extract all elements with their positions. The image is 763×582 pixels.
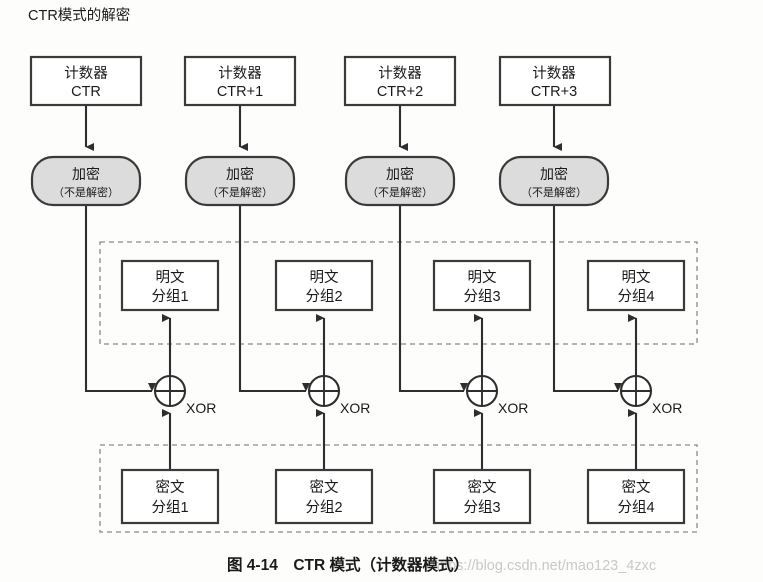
- ciphertext-box-1-line2: 分组1: [151, 499, 188, 516]
- plaintext-box-3-line1: 明文: [468, 269, 497, 286]
- ciphertext-box-4[interactable]: [586, 468, 686, 525]
- encrypt-box-1-line1: 加密: [72, 166, 100, 182]
- plaintext-box-4-line1: 明文: [622, 269, 651, 286]
- plaintext-box-1-line1: 明文: [156, 269, 185, 286]
- figure-caption: 图 4-14 CTR 模式（计数器模式）: [227, 555, 469, 574]
- counter-box-2-line1: 计数器: [218, 65, 262, 82]
- column-4: 计数器 CTR+3 加密 （不是解密） 明文 分组4 XOR 密文 分组4: [498, 55, 686, 525]
- ciphertext-box-2-line2: 分组2: [305, 499, 342, 516]
- plaintext-box-2-line1: 明文: [310, 269, 339, 286]
- encrypt-box-4-line1: 加密: [540, 166, 568, 182]
- encrypt-box-3-line1: 加密: [386, 166, 414, 182]
- plaintext-group-boundary: [99, 241, 698, 345]
- counter-box-1[interactable]: [29, 55, 143, 107]
- ciphertext-box-2-line1: 密文: [310, 479, 339, 496]
- counter-box-2[interactable]: [183, 55, 297, 107]
- encrypt-box-3-line2: （不是解密）: [367, 185, 433, 199]
- ciphertext-box-3[interactable]: [432, 468, 532, 525]
- plaintext-box-4[interactable]: [586, 259, 686, 312]
- page-title: CTR模式的解密: [28, 7, 130, 24]
- counter-box-3-line1: 计数器: [378, 65, 422, 82]
- column-2: 计数器 CTR+1 加密 （不是解密） 明文 分组2 XOR 密文 分组2: [183, 55, 374, 525]
- encrypt-box-3[interactable]: [344, 155, 456, 207]
- counter-box-4[interactable]: [498, 55, 612, 107]
- encrypt-box-4[interactable]: [498, 155, 610, 207]
- plaintext-box-1[interactable]: [120, 259, 220, 312]
- ciphertext-box-3-line1: 密文: [468, 479, 497, 496]
- ciphertext-box-3-line2: 分组3: [463, 499, 500, 516]
- ciphertext-box-1[interactable]: [120, 468, 220, 525]
- plaintext-box-4-line2: 分组4: [617, 288, 654, 305]
- encrypt-box-2-line1: 加密: [226, 166, 254, 182]
- watermark-text: https://blog.csdn.net/mao123_4zxc: [432, 558, 656, 574]
- counter-box-1-line1: 计数器: [64, 65, 108, 82]
- plaintext-box-3-line2: 分组3: [463, 288, 500, 305]
- counter-box-3-line2: CTR+2: [377, 84, 423, 100]
- plaintext-box-2-line2: 分组2: [305, 288, 342, 305]
- column-3: 计数器 CTR+2 加密 （不是解密） 明文 分组3 XOR 密文 分组3: [343, 55, 532, 525]
- xor-gate-4[interactable]: [619, 374, 653, 408]
- xor-gate-1[interactable]: [153, 374, 187, 408]
- counter-box-2-line2: CTR+1: [217, 84, 263, 100]
- ciphertext-box-4-line1: 密文: [622, 479, 651, 496]
- ciphertext-box-2[interactable]: [274, 468, 374, 525]
- xor-gate-2[interactable]: [307, 374, 341, 408]
- wire-encrypt-to-xor-2: [238, 205, 310, 393]
- encrypt-box-2[interactable]: [184, 155, 296, 207]
- xor-label-1: XOR: [186, 400, 216, 416]
- ciphertext-box-1-line1: 密文: [156, 479, 185, 496]
- encrypt-box-1-line2: （不是解密）: [53, 185, 119, 199]
- wire-encrypt-to-xor-4: [552, 205, 622, 393]
- column-1: 计数器 CTR 加密 （不是解密） 明文 分组1 XOR 密文 分组1: [29, 55, 220, 525]
- wire-encrypt-to-xor-3: [398, 205, 468, 393]
- encrypt-box-4-line2: （不是解密）: [521, 185, 587, 199]
- wire-encrypt-to-xor-1: [84, 205, 156, 393]
- ciphertext-box-4-line2: 分组4: [617, 499, 654, 516]
- counter-box-4-line1: 计数器: [532, 65, 576, 82]
- xor-label-3: XOR: [498, 400, 528, 416]
- xor-label-4: XOR: [652, 400, 682, 416]
- xor-gate-3[interactable]: [465, 374, 499, 408]
- ciphertext-group-boundary: [99, 444, 698, 533]
- counter-box-3[interactable]: [343, 55, 457, 107]
- counter-box-4-line2: CTR+3: [531, 84, 577, 100]
- plaintext-box-2[interactable]: [274, 259, 374, 312]
- counter-box-1-line2: CTR: [71, 84, 101, 100]
- encrypt-box-1[interactable]: [30, 155, 142, 207]
- plaintext-box-3[interactable]: [432, 259, 532, 312]
- encrypt-box-2-line2: （不是解密）: [207, 185, 273, 199]
- plaintext-box-1-line2: 分组1: [151, 288, 188, 305]
- xor-label-2: XOR: [340, 400, 370, 416]
